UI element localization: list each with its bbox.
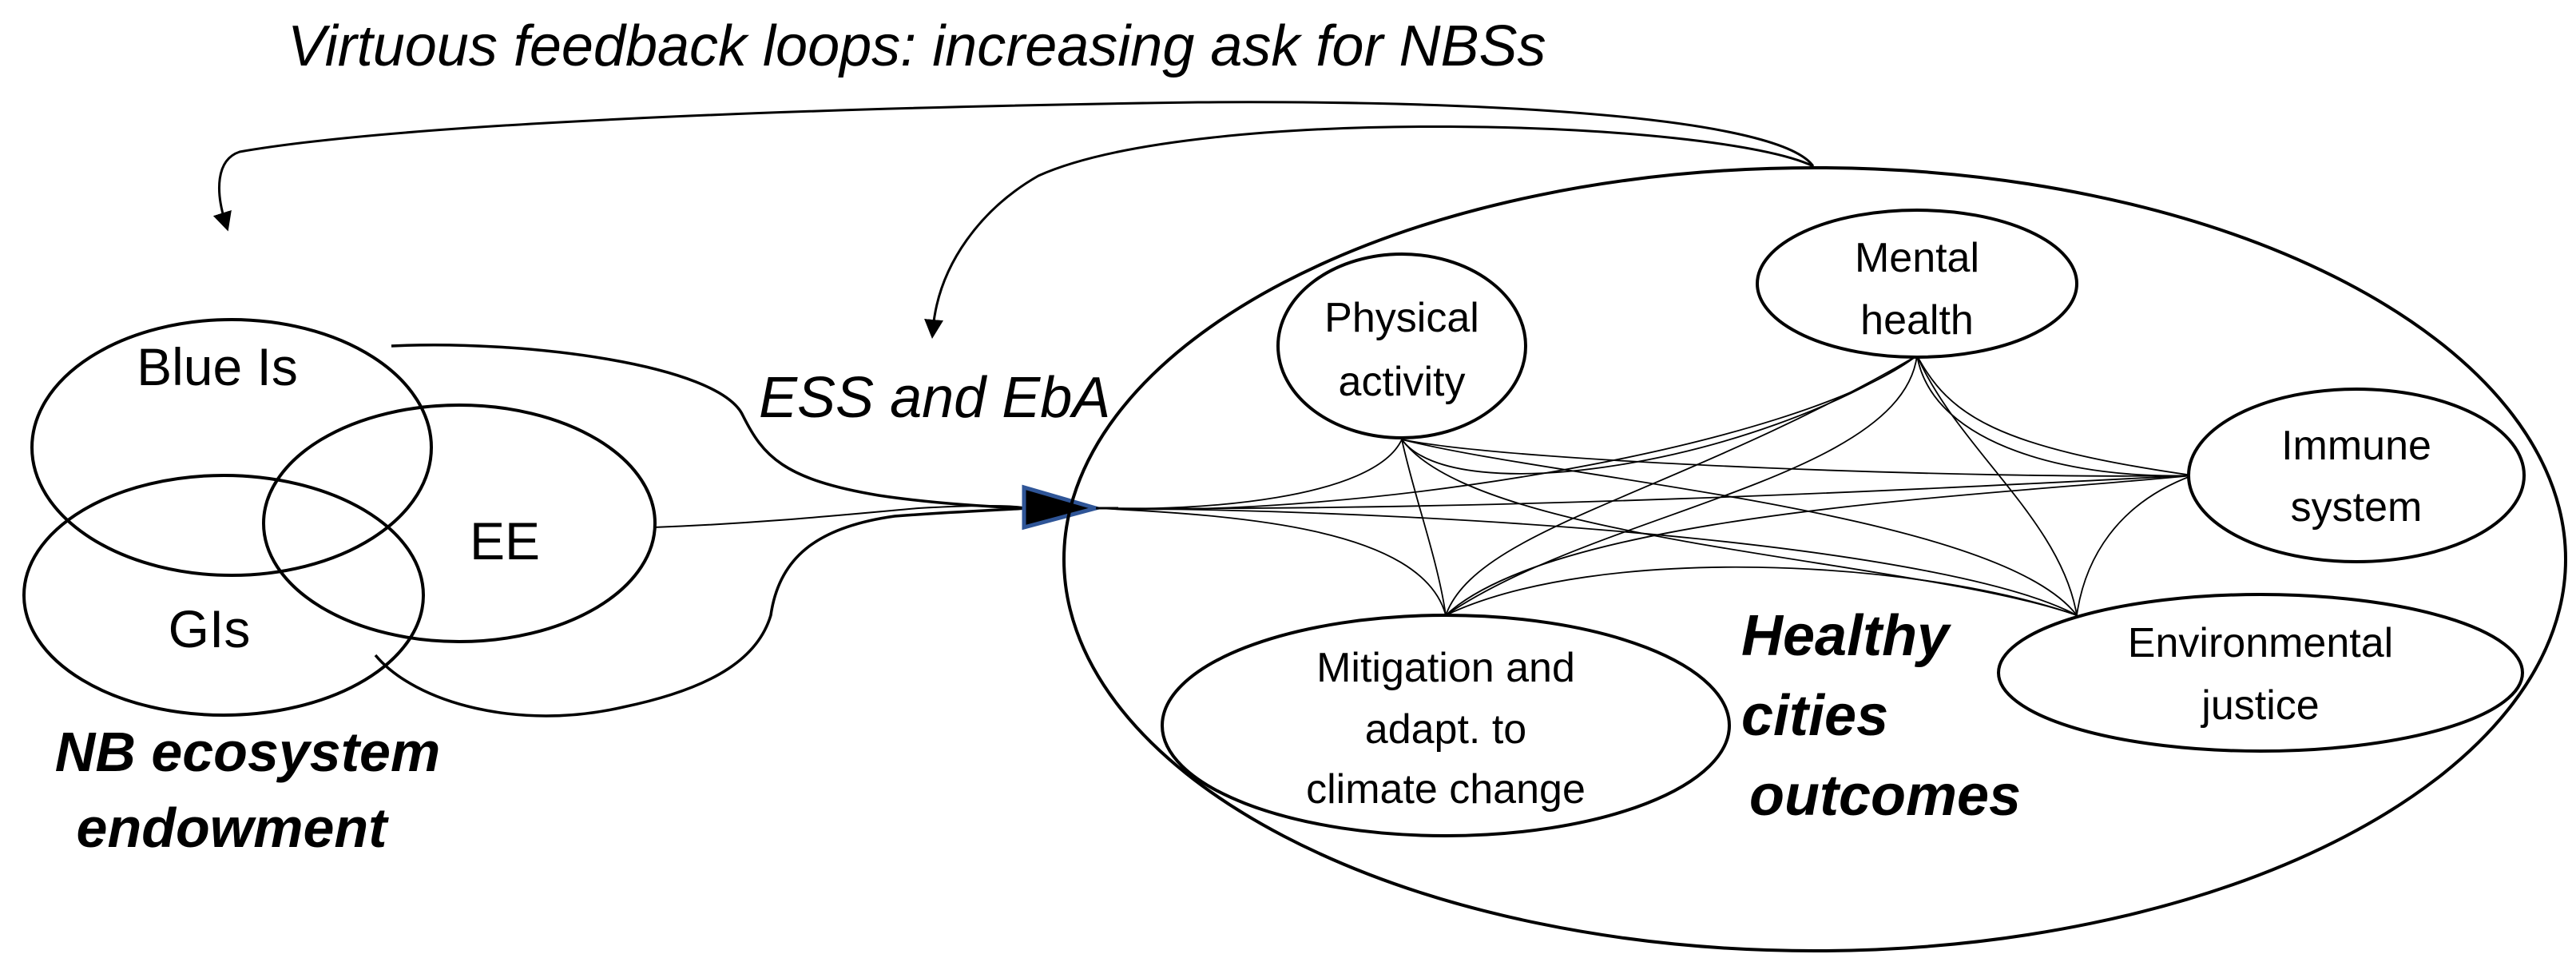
outcomes-caption-line1: Healthy: [1741, 604, 1952, 668]
mitigation-line2: adapt. to: [1365, 706, 1526, 753]
outcome-physical-activity: Physical activity: [1276, 252, 1527, 439]
green-infrastructure-label: GIs: [169, 599, 251, 658]
endowment-caption-line1: NB ecosystem: [55, 721, 440, 783]
mitigation-line3: climate change: [1306, 766, 1586, 813]
outcome-interconnections: [1095, 355, 2193, 616]
feedback-arrow-to-endowment: [212, 101, 1815, 232]
outcomes-caption-line3: outcomes: [1749, 764, 2021, 828]
diagram-title: Virtuous feedback loops: increasing ask …: [288, 14, 1546, 78]
physical-activity-line2: activity: [1339, 359, 1466, 405]
connector-green: [374, 507, 1027, 718]
convergence-arrowhead: [1022, 484, 1104, 531]
mitigation-line1: Mitigation and: [1316, 645, 1575, 691]
connector-ee: [653, 505, 1027, 528]
feedback-arrow-to-ess: [924, 125, 1814, 339]
blue-infrastructure-ellipse: [30, 318, 433, 577]
environmental-justice-line2: justice: [2200, 682, 2319, 729]
endowment-caption-line2: endowment: [77, 797, 390, 859]
outcome-immune-system: Immune system: [2187, 388, 2526, 563]
outcome-environmental-justice: Environmental justice: [1997, 593, 2524, 753]
ee-label: EE: [470, 511, 540, 570]
blue-infrastructure-label: Blue Is: [137, 337, 298, 396]
ee-ellipse: [262, 404, 657, 643]
mental-health-line1: Mental: [1855, 235, 1979, 281]
outcome-mental-health: Mental health: [1756, 209, 2078, 359]
outcomes-caption-line2: cities: [1741, 684, 1888, 748]
endowment-connectors: ESS and EbA: [374, 344, 1110, 718]
ecosystem-endowment-group: Blue Is GIs EE NB ecosystem endowment: [22, 318, 657, 859]
outcomes-caption: Healthy cities outcomes: [1741, 604, 2021, 828]
healthy-cities-outcomes-ellipse: [1062, 166, 2567, 952]
connector-blue: [391, 344, 1027, 510]
immune-system-line2: system: [2291, 484, 2423, 531]
environmental-justice-line1: Environmental: [2128, 620, 2393, 666]
green-infrastructure-ellipse: [22, 474, 425, 717]
mental-health-line2: health: [1860, 297, 1974, 344]
immune-system-line1: Immune: [2281, 423, 2431, 469]
connector-label: ESS and EbA: [759, 366, 1110, 430]
outcome-mitigation-climate: Mitigation and adapt. to climate change: [1161, 614, 1731, 837]
physical-activity-line1: Physical: [1324, 295, 1479, 341]
